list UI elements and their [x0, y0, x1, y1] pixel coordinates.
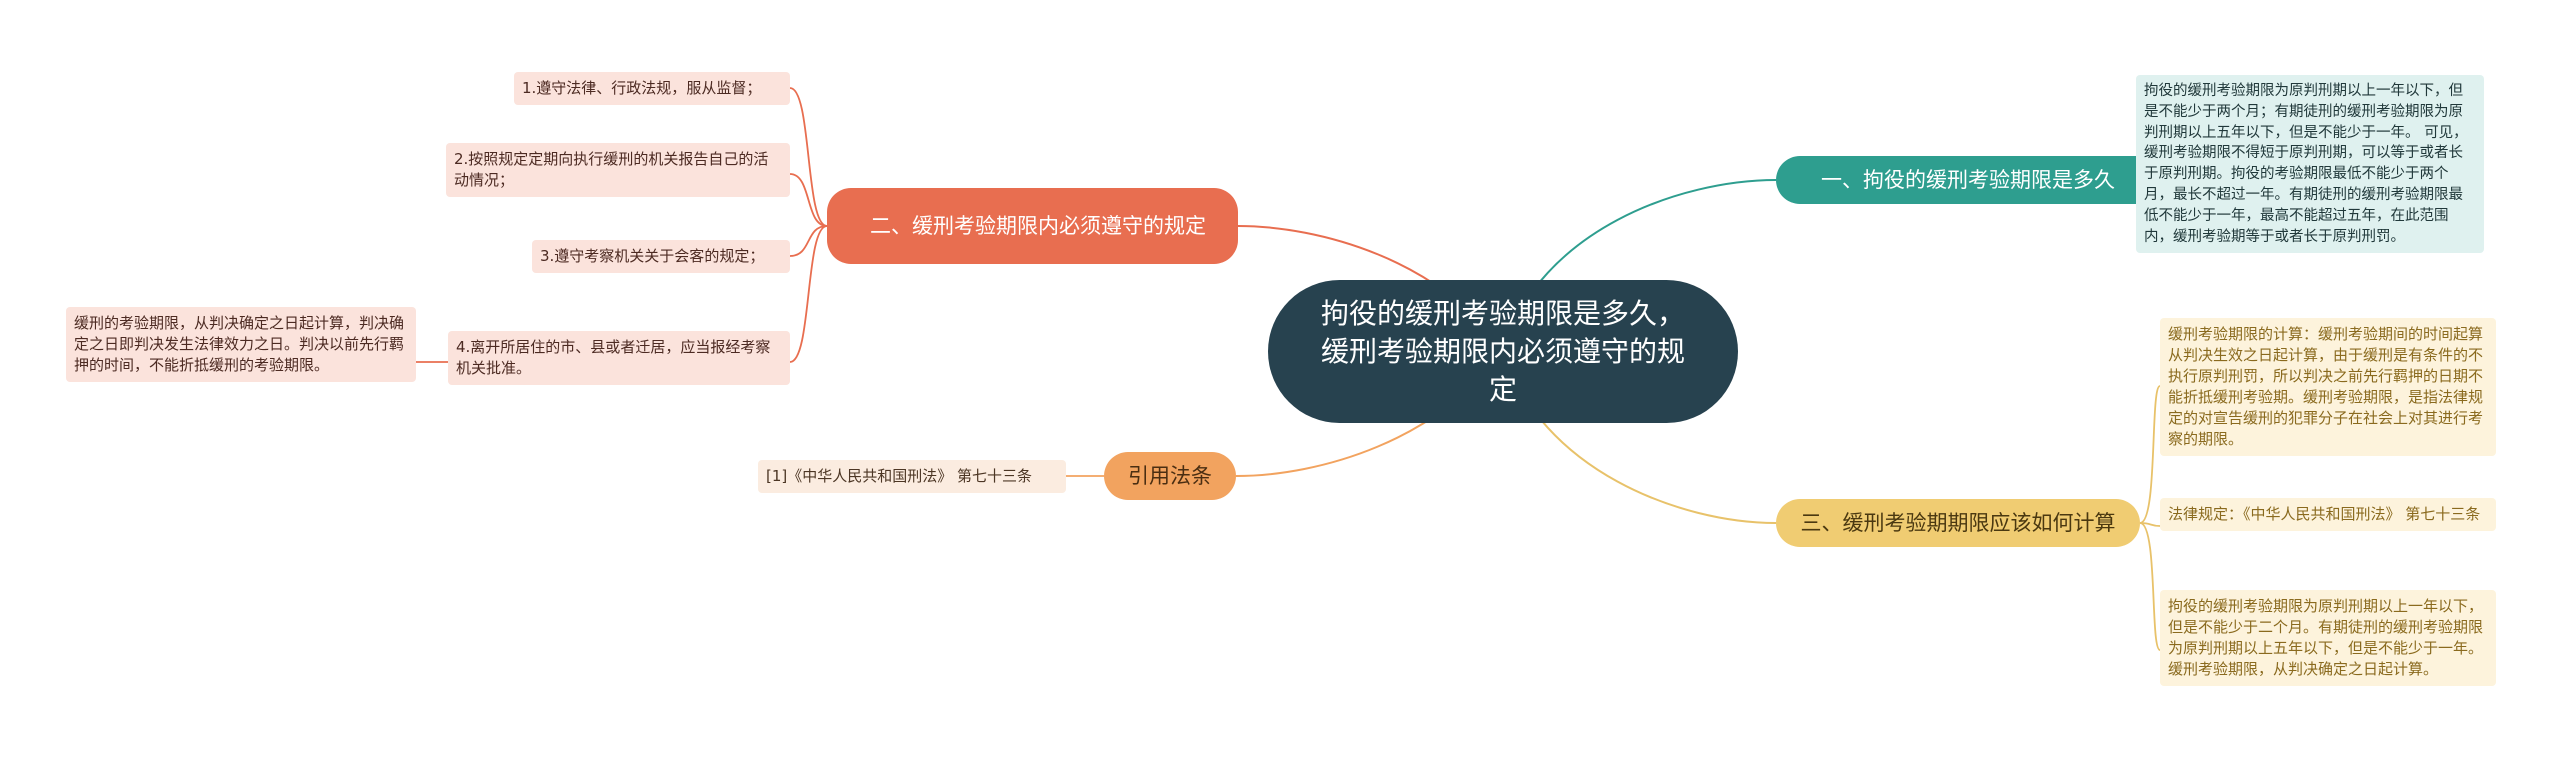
obligation-item-3-text: 3.遵守考察机关关于会客的规定；	[540, 247, 765, 265]
obligation-item-4[interactable]: 4.离开所居住的市、县或者迁居，应当报经考察机关批准。	[448, 331, 790, 385]
law-item-1-text: [1]《中华人民共和国刑法》 第七十三条	[766, 467, 1033, 485]
connector-calc-3	[2139, 522, 2161, 651]
branch-obligations-label: 二、缓刑考验期限内必须遵守的规定	[870, 213, 1206, 238]
duration-text-content: 拘役的缓刑考验期限为原判刑期以上一年以下，但是不能少于两个月；有期徒刑的缓刑考验…	[2144, 83, 2468, 245]
connector-obligation-4	[789, 225, 828, 363]
obligation-item-2[interactable]: 2.按照规定定期向执行缓刑的机关报告自己的活动情况；	[446, 143, 790, 197]
central-topic[interactable]: 拘役的缓刑考验期限是多久，缓刑考验期限内必须遵守的规定	[1268, 280, 1738, 423]
branch-calculation-label: 三、缓刑考验期期限应该如何计算	[1800, 510, 2116, 535]
connector-obligation-1	[789, 87, 828, 227]
branch-calculation[interactable]: 三、缓刑考验期期限应该如何计算	[1776, 499, 2140, 547]
central-topic-label: 拘役的缓刑考验期限是多久，缓刑考验期限内必须遵守的规定	[1320, 296, 1685, 406]
obligation-note[interactable]: 缓刑的考验期限，从判决确定之日起计算，判决确定之日即判决发生法律效力之日。判决以…	[66, 307, 416, 382]
obligation-item-3[interactable]: 3.遵守考察机关关于会客的规定；	[532, 240, 790, 273]
calculation-item-1-text: 缓刑考验期限的计算：缓刑考验期间的时间起算从判决生效之日起计算，由于缓刑是有条件…	[2168, 325, 2484, 448]
law-item-1[interactable]: [1]《中华人民共和国刑法》 第七十三条	[758, 460, 1066, 493]
branch-obligations[interactable]: 二、缓刑考验期限内必须遵守的规定	[827, 188, 1238, 264]
obligation-item-1-text: 1.遵守法律、行政法规，服从监督；	[522, 79, 762, 97]
calculation-item-3[interactable]: 拘役的缓刑考验期限为原判刑期以上一年以下，但是不能少于二个月。有期徒刑的缓刑考验…	[2160, 590, 2496, 686]
calculation-item-2-text: 法律规定：《中华人民共和国刑法》 第七十三条	[2168, 505, 2481, 523]
calculation-item-1[interactable]: 缓刑考验期限的计算：缓刑考验期间的时间起算从判决生效之日起计算，由于缓刑是有条件…	[2160, 318, 2496, 456]
branch-law-label: 引用法条	[1128, 463, 1212, 488]
obligation-note-text: 缓刑的考验期限，从判决确定之日起计算，判决确定之日即判决发生法律效力之日。判决以…	[74, 314, 405, 374]
branch-law[interactable]: 引用法条	[1104, 452, 1236, 500]
duration-text[interactable]: 拘役的缓刑考验期限为原判刑期以上一年以下，但是不能少于两个月；有期徒刑的缓刑考验…	[2136, 75, 2484, 254]
obligation-item-4-text: 4.离开所居住的市、县或者迁居，应当报经考察机关批准。	[456, 338, 771, 377]
calculation-item-3-text: 拘役的缓刑考验期限为原判刑期以上一年以下，但是不能少于二个月。有期徒刑的缓刑考验…	[2168, 597, 2484, 678]
connector-obligation-3	[789, 225, 828, 257]
branch-duration[interactable]: 一、拘役的缓刑考验期限是多久	[1776, 156, 2160, 204]
calculation-item-2[interactable]: 法律规定：《中华人民共和国刑法》 第七十三条	[2160, 498, 2496, 531]
obligation-item-1[interactable]: 1.遵守法律、行政法规，服从监督；	[514, 72, 790, 105]
branch-duration-label: 一、拘役的缓刑考验期限是多久	[1821, 167, 2115, 192]
obligation-item-2-text: 2.按照规定定期向执行缓刑的机关报告自己的活动情况；	[454, 150, 769, 189]
connector-obligation-2	[789, 173, 828, 227]
connector-calc-1	[2139, 385, 2161, 524]
